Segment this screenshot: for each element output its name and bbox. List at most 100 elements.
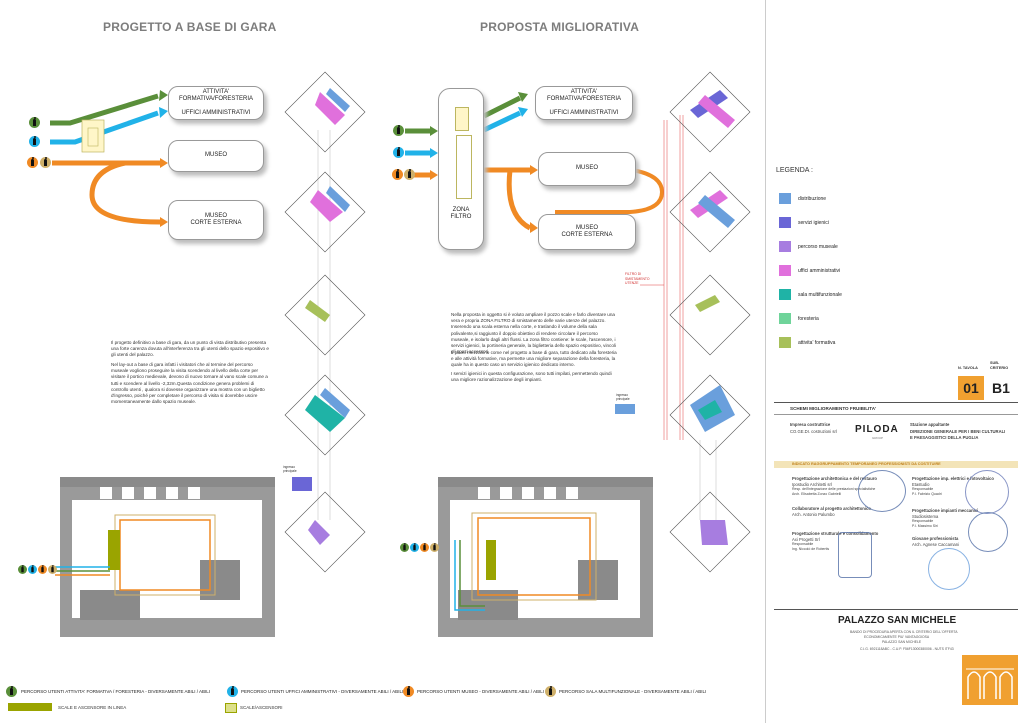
left-box-museo: MUSEO <box>168 140 264 172</box>
person-tan-icon <box>40 157 51 168</box>
legend-swatch-formativa <box>779 337 791 348</box>
professionals-header: INDICATO RAGGRUPPAMENTO TEMPORANEO PROFE… <box>792 462 941 466</box>
right-green-arrow <box>405 92 528 136</box>
left-filter-box <box>81 119 105 153</box>
legend-swatch-servizi <box>779 217 791 228</box>
project-line1: BANDO DI PROCEDURA APERTA CON IL CRITERI… <box>850 630 958 634</box>
p1-line2: Resp. dell'integrazione delle prestazion… <box>792 487 876 491</box>
person-green-icon <box>18 565 27 574</box>
legend-swatch-museale <box>779 241 791 252</box>
professionals-header-bar <box>774 461 1018 468</box>
right-paragraph-3: I servizi igienici in questa configurazi… <box>451 371 612 383</box>
p3-line1: Axi Progetti Srl <box>792 537 820 542</box>
person-green-icon <box>29 117 40 128</box>
p5-title: Progettazione impianti meccanici <box>912 508 979 513</box>
box-museo-corte-label-2: CORTE ESTERNA <box>561 232 613 238</box>
footer-label-3: PERCORSO UTENTI MUSEO - DIVERSAMENTE ABI… <box>417 689 545 694</box>
filtro-note: FILTRO DI SMISTAMENTO UTENZE <box>625 272 650 286</box>
box-uffici-label: UFFICI AMMINISTRATIVI <box>181 109 251 116</box>
legend-label: attivita' formativa <box>798 340 836 346</box>
box-formativa-label: ATTIVITA' FORMATIVA/FORESTERIA <box>546 88 622 103</box>
footer-olive-swatch <box>8 703 52 711</box>
footer-light-swatch <box>225 703 237 713</box>
piloda-logo: PILODA <box>855 424 899 435</box>
p5-line1: Studiosistema <box>912 514 939 519</box>
person-tan-icon <box>404 169 415 180</box>
impresa-name: CO.GE.DI. costruzioni srl <box>790 429 837 434</box>
right-cyan-arrow <box>405 107 528 158</box>
footer-label-5: SCALE E ASCENSORE IN LINEA <box>58 705 127 710</box>
legend-label: percorso museale <box>798 244 838 250</box>
person-cyan-icon <box>393 147 404 158</box>
stazione-name-1: DIREZIONE GENERALE PER I BENI CULTURALI <box>910 429 1006 434</box>
left-heading: PROGETTO A BASE DI GARA <box>103 20 277 34</box>
left-green-arrow <box>50 90 168 126</box>
legend-label: distribuzione <box>798 196 827 202</box>
person-cyan-icon <box>29 136 40 147</box>
p4-line2: Responsabile <box>912 487 934 491</box>
box-museo-corte-label-1: MUSEO <box>575 224 598 231</box>
box-museo-label: MUSEO <box>575 165 598 172</box>
stamp-icon <box>838 532 872 578</box>
sub-criterio-label: SUB-CRITERIO <box>990 361 1009 370</box>
p2-line1: Arch. Antonio Palumbo <box>792 512 835 517</box>
p3-line2: Responsabile <box>792 542 814 546</box>
person-cyan-icon <box>410 543 419 552</box>
legend-swatch-multifunzionale <box>779 289 791 300</box>
legend-title: LEGENDA : <box>776 167 813 174</box>
p5-line3: P.I. Massimo Siri <box>912 524 938 528</box>
footer-green-person-icon <box>6 686 17 697</box>
project-title: PALAZZO SAN MICHELE <box>838 615 957 626</box>
stazione-label: Stazione appaltante <box>910 422 950 427</box>
footer-label-6: SCALE/ASCENSORI <box>240 705 283 710</box>
person-orange-icon <box>392 169 403 180</box>
left-orange-arrow <box>52 158 168 227</box>
project-line2: ECONOMICAMENTE PIU' VANTAGGIOSA <box>864 635 930 639</box>
p5-line2: Responsabile <box>912 519 934 523</box>
right-heading: PROPOSTA MIGLIORATIVA <box>480 20 640 34</box>
divider <box>765 0 766 723</box>
stamp-icon <box>968 512 1008 552</box>
footer-label-2: PERCORSO UTENTI UFFICI AMMINISTRATIVI - … <box>241 689 404 694</box>
legend-swatch-distribuzione <box>779 193 791 204</box>
footer-label-4: PERCORSO SALA MULTIFUNZIONALE - DIVERSAM… <box>559 689 707 694</box>
person-green-icon <box>400 543 409 552</box>
legend-swatch-uffici <box>779 265 791 276</box>
right-box-museo-corte: MUSEO CORTE ESTERNA <box>538 214 636 250</box>
stamp-icon <box>965 470 1009 514</box>
left-box-formativa-uffici: ATTIVITA' FORMATIVA/FORESTERIA UFFICI AM… <box>168 86 264 120</box>
zona-filtro-label-1: ZONA <box>452 206 470 213</box>
brand-logo-icon <box>962 655 1018 705</box>
right-box-formativa-uffici: ATTIVITA' FORMATIVA/FORESTERIA UFFICI AM… <box>535 86 633 120</box>
p1-title: Progettazione architettonica e del resta… <box>792 476 877 481</box>
project-line3: PALAZZO SAN MICHELE <box>882 640 922 644</box>
footer-tan-person-icon <box>545 686 556 697</box>
right-iso-plans <box>669 71 751 573</box>
left-iso-fills <box>305 88 350 545</box>
right-orange-arrow <box>410 165 665 233</box>
box-museo-corte-label-1: MUSEO <box>204 212 227 219</box>
person-green-icon <box>393 125 404 136</box>
n-tavola-label: N. TAVOLA <box>958 366 978 370</box>
p6-line1: Arch. Agnese Caccamani <box>912 542 960 547</box>
filtro-inner-box <box>455 107 469 131</box>
stazione-name-2: E PAESAGGISTICI DELLA PUGLIA <box>910 435 979 440</box>
sub-criterio-value: B1 <box>992 380 1010 396</box>
left-cyan-arrow <box>50 107 168 145</box>
p6-title: Giovane professionista <box>912 536 959 541</box>
p3-line3: Ing. Niccolò de Robertis <box>792 547 830 551</box>
n-tavola-value: 01 <box>958 376 984 400</box>
person-orange-icon <box>38 565 47 574</box>
stamp-icon <box>858 470 906 512</box>
left-ground-plan <box>55 477 275 637</box>
impresa-label: Impresa costruttrice <box>790 422 831 427</box>
left-ingresso-label: ingresso principale <box>283 465 297 474</box>
box-museo-label: MUSEO <box>204 152 227 159</box>
right-paragraph-2: Il piano mezzanino come nel progetto a b… <box>451 350 617 368</box>
right-ground-plan <box>438 477 653 637</box>
left-paragraph-2: Nel lay-out a base di gara infatti i vis… <box>111 362 268 405</box>
box-museo-corte-label-2: CORTE ESTERNA <box>190 220 242 226</box>
filtro-inner-box <box>456 135 472 199</box>
left-iso-plans <box>284 71 366 573</box>
rule <box>774 609 1018 610</box>
